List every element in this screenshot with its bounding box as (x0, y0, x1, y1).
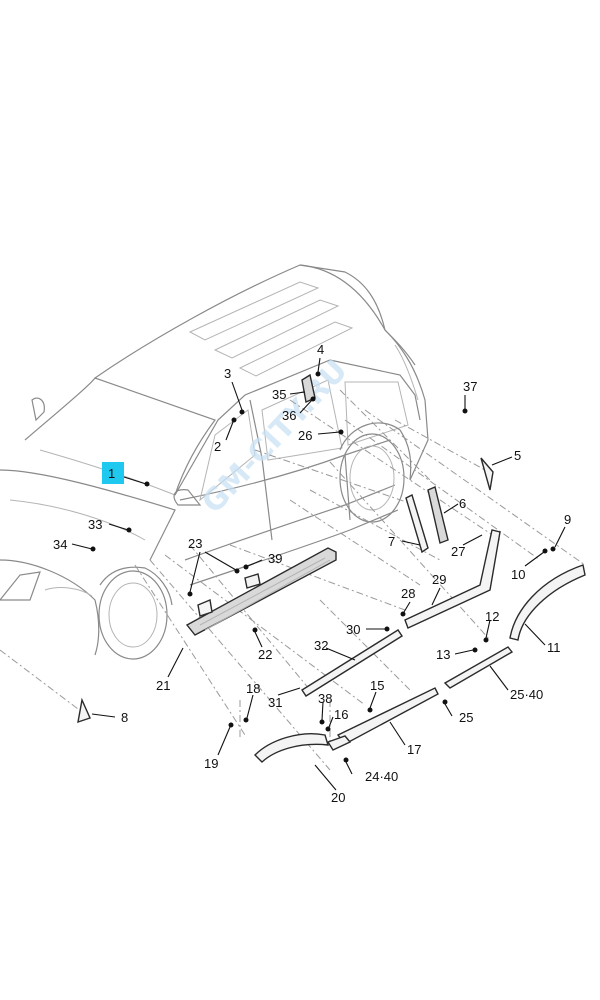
callout-25: 25 (459, 710, 473, 725)
callout-24-40: 24·40 (365, 769, 398, 784)
callout-16: 16 (334, 707, 348, 722)
callout-28: 28 (401, 586, 415, 601)
callout-7: 7 (388, 534, 395, 549)
pillar-applique-6 (427, 486, 449, 544)
callout-3: 3 (224, 366, 231, 381)
callout-26: 26 (298, 428, 312, 443)
bracket (244, 573, 261, 589)
callout-25-40: 25·40 (510, 687, 543, 702)
rear-wheel-arch (509, 564, 586, 641)
callout-12: 12 (485, 609, 499, 624)
rocker-end (326, 735, 352, 751)
callout-23: 23 (188, 536, 202, 551)
triangle-cover-5 (480, 457, 494, 491)
callout-36: 36 (282, 408, 296, 423)
callout-6: 6 (459, 496, 466, 511)
leaders (71, 357, 566, 791)
callout-15: 15 (370, 678, 384, 693)
callout-9: 9 (564, 512, 571, 527)
callout-39: 39 (268, 551, 282, 566)
callout-33: 33 (88, 517, 102, 532)
front-wheel-arch (254, 733, 329, 763)
rocker-moulding-rear (443, 646, 514, 689)
triangle-cover-8 (77, 697, 91, 724)
parts (77, 373, 586, 763)
sill-moulding-rear (404, 529, 501, 629)
bracket (197, 599, 213, 617)
callout-2: 2 (214, 439, 221, 454)
callout-30: 30 (346, 622, 360, 637)
callout-29: 29 (432, 572, 446, 587)
callout-8: 8 (121, 710, 128, 725)
highlight-box (102, 462, 124, 484)
watermark: GM-CITY.RU (195, 353, 354, 520)
callout-34: 34 (53, 537, 67, 552)
callout-11: 11 (547, 640, 561, 655)
callout-38: 38 (318, 691, 332, 706)
callout-37: 37 (463, 379, 477, 394)
callout-13: 13 (436, 647, 450, 662)
callout-19: 19 (204, 756, 218, 771)
callout-17: 17 (407, 742, 421, 757)
callout-22: 22 (258, 647, 272, 662)
car-outline (0, 264, 429, 660)
callout-27: 27 (451, 544, 465, 559)
sill-moulding-front (301, 629, 403, 697)
callouts: 1 2 3 4 5 6 7 8 9 10 11 12 13 15 16 17 1… (53, 342, 571, 805)
callout-20: 20 (331, 790, 345, 805)
callout-18: 18 (246, 681, 260, 696)
callout-35: 35 (272, 387, 286, 402)
callout-5: 5 (514, 448, 521, 463)
callout-1: 1 (108, 466, 115, 481)
pillar-applique-7 (405, 494, 429, 554)
callout-4: 4 (317, 342, 324, 357)
callout-10: 10 (511, 567, 525, 582)
callout-31: 31 (268, 695, 282, 710)
callout-32: 32 (314, 638, 328, 653)
callout-21: 21 (156, 678, 170, 693)
